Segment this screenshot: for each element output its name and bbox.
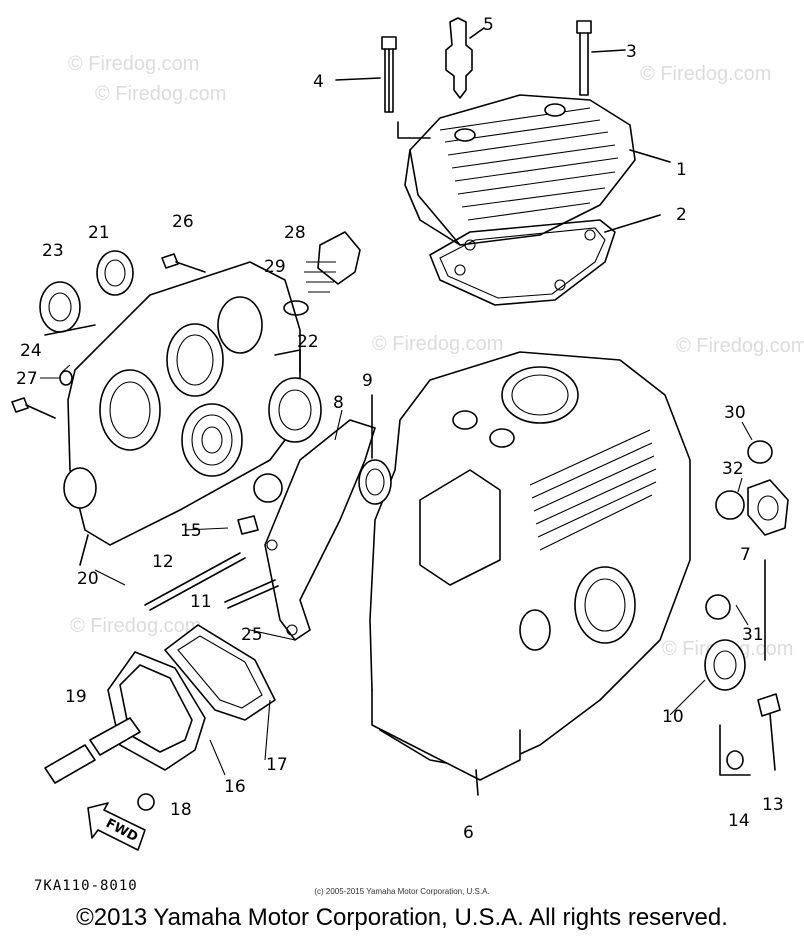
callout-8: 8 [333,393,344,413]
callout-6: 6 [463,823,474,843]
oil-seals [11,250,206,419]
callout-30: 30 [724,403,746,423]
bearings [181,349,322,503]
drawing-code: 7KA110-8010 [34,878,138,894]
callout-7: 7 [740,545,751,565]
spark-plug [445,17,485,99]
callout-26: 26 [172,212,194,232]
callout-25: 25 [241,625,263,645]
crankcase-block [369,351,691,796]
callout-21: 21 [88,223,110,243]
callout-29: 29 [264,257,286,277]
callout-19: 19 [65,687,87,707]
callout-28: 28 [284,223,306,243]
callout-23: 23 [42,241,64,261]
callout-1: 1 [676,160,687,180]
callout-4: 4 [313,72,324,92]
tiny-copyright: (c) 2005-2015 Yamaha Motor Corporation, … [314,887,490,896]
callout-24: 24 [20,341,42,361]
watermark: © Firedog.com [68,53,199,75]
watermark: © Firedog.com [70,615,201,637]
copyright-notice: ©2013 Yamaha Motor Corporation, U.S.A. A… [76,904,728,931]
callout-5: 5 [483,15,494,35]
callout-15: 15 [180,521,202,541]
oil-filler-cap [283,231,361,316]
callout-31: 31 [742,625,764,645]
part-callouts: 1 2 3 4 5 6 7 8 9 10 11 12 13 14 15 16 1… [16,15,784,843]
breather [358,394,392,505]
callout-9: 9 [362,371,373,391]
callout-13: 13 [762,795,784,815]
callout-3: 3 [626,42,637,62]
callout-32: 32 [722,459,744,479]
watermark: © Firedog.com [95,83,226,105]
drain-bolt [726,693,781,771]
crankcase-cover [63,261,301,566]
breather-cover [44,624,276,811]
callout-2: 2 [676,205,687,225]
fwd-arrow-icon: FWD [87,802,146,851]
callout-27: 27 [16,369,38,389]
crankcase-gasket [264,419,376,641]
watermark: © Firedog.com [676,335,804,357]
callout-22: 22 [297,332,319,352]
watermark: © Firedog.com [640,63,771,85]
callout-11: 11 [190,592,212,612]
head-gasket [429,214,661,306]
callout-17: 17 [266,755,288,775]
leader-lines [40,364,753,776]
dowel-and-studs [144,515,279,611]
callout-18: 18 [170,800,192,820]
callout-14: 14 [728,811,750,831]
drain-plugs [704,440,789,776]
watermark: © Firedog.com [372,333,503,355]
head-bolts [335,20,626,113]
callout-10: 10 [662,707,684,727]
callout-12: 12 [152,552,174,572]
callout-20: 20 [77,569,99,589]
cylinder-head [397,94,671,246]
callout-16: 16 [224,777,246,797]
